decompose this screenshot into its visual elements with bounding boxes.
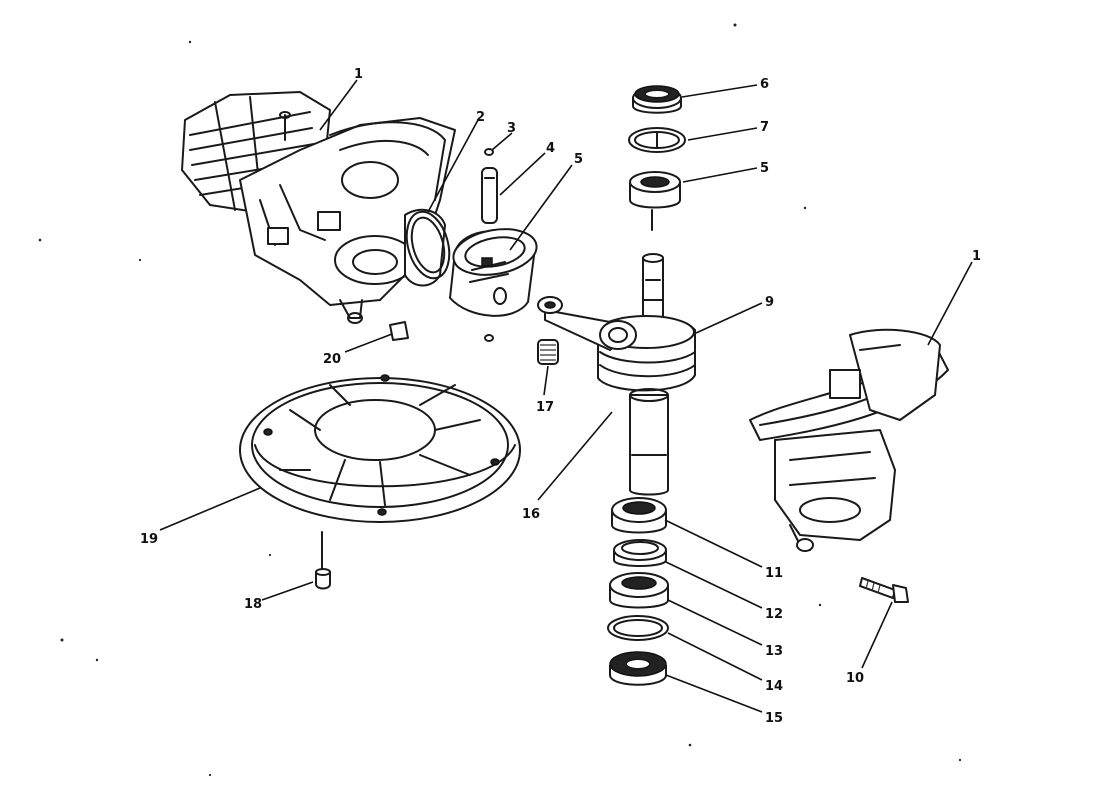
- callout-5-seal: 5: [760, 161, 769, 176]
- callout-19: 19: [140, 532, 158, 547]
- callout-9: 9: [765, 295, 774, 310]
- part-ring-14[interactable]: [607, 615, 669, 641]
- callout-17: 17: [536, 400, 554, 415]
- callout-2: 2: [476, 110, 485, 125]
- part-piston-ring[interactable]: [400, 207, 456, 283]
- part-crankshaft[interactable]: [597, 253, 696, 496]
- part-upper-seal[interactable]: [629, 171, 681, 231]
- part-wrist-pin[interactable]: [481, 148, 498, 342]
- callout-1-crankcase: 1: [972, 249, 981, 264]
- part-retaining-ring-top[interactable]: [628, 127, 686, 153]
- callout-7: 7: [760, 120, 769, 135]
- part-seal-12[interactable]: [613, 539, 667, 567]
- part-bolt-10[interactable]: [859, 577, 909, 603]
- part-connecting-rod[interactable]: [537, 296, 637, 351]
- callout-14: 14: [765, 679, 783, 694]
- callout-10: 10: [846, 671, 864, 686]
- callout-15: 15: [765, 711, 783, 726]
- part-flange-plate[interactable]: [239, 374, 521, 523]
- part-bearing-11[interactable]: [611, 497, 667, 534]
- part-piston[interactable]: [449, 223, 540, 317]
- callout-18: 18: [244, 597, 262, 612]
- callout-labels: 1 2 3 4 5 6 7 5 9 1 20 17 16 19 18 11 12…: [140, 67, 981, 726]
- callout-16: 16: [522, 507, 540, 522]
- part-needle-bearing[interactable]: [537, 339, 559, 365]
- part-cylinder-crankcase-left[interactable]: [181, 91, 456, 324]
- callout-13: 13: [765, 644, 783, 659]
- scan-noise: [38, 23, 962, 777]
- part-bearing-13[interactable]: [609, 572, 669, 609]
- callout-3: 3: [507, 121, 516, 136]
- part-bolt-18[interactable]: [315, 531, 331, 590]
- callout-6: 6: [760, 77, 769, 92]
- leader-lines: [159, 79, 973, 713]
- part-crankcase-right[interactable]: [749, 328, 949, 552]
- callout-20: 20: [323, 352, 341, 367]
- part-plug[interactable]: [389, 321, 409, 341]
- part-lower-bearing[interactable]: [609, 651, 667, 686]
- part-top-bearing[interactable]: [632, 85, 682, 114]
- callout-1-cylinder: 1: [354, 67, 363, 82]
- callout-11: 11: [765, 566, 783, 581]
- callout-5-piston: 5: [574, 152, 583, 167]
- callout-12: 12: [765, 607, 783, 622]
- callout-4: 4: [546, 141, 555, 156]
